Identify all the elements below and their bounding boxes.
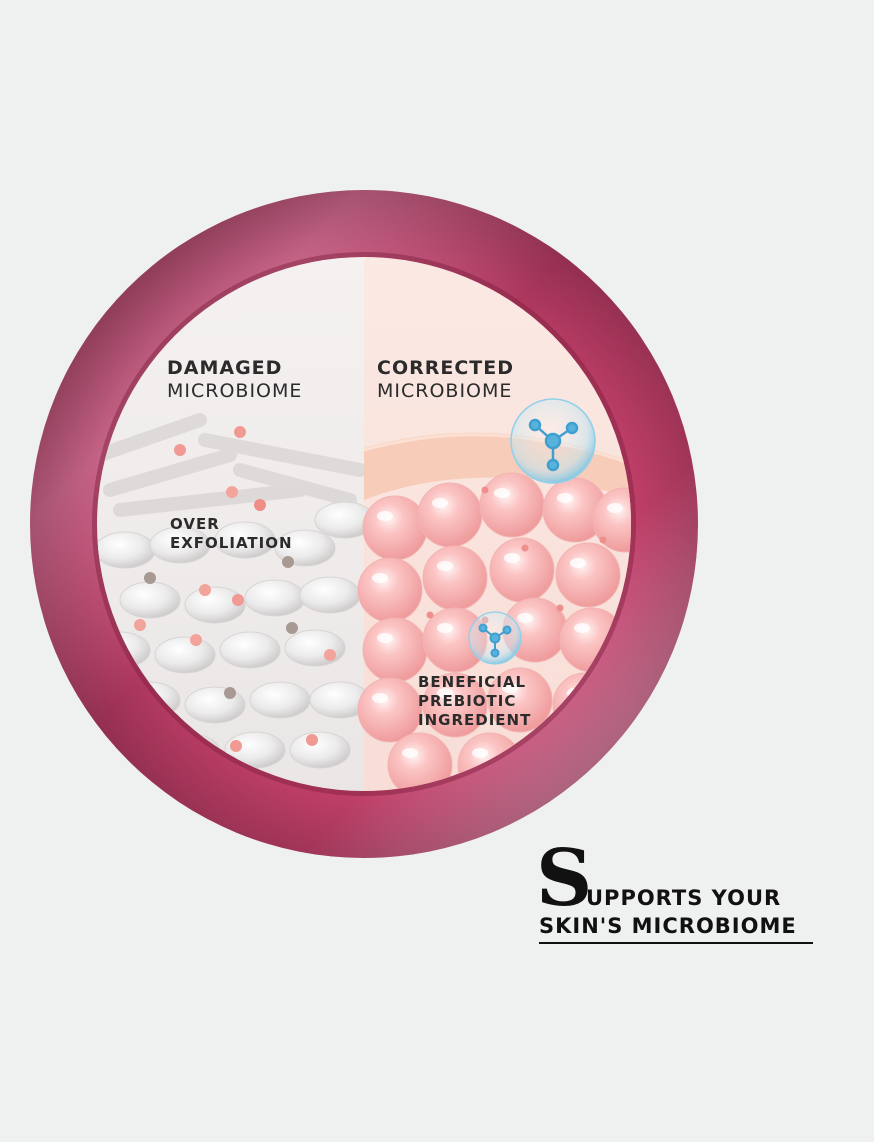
corrected-label-line2: MICROBIOME bbox=[377, 380, 513, 402]
callout-line: EXFOLIATION bbox=[170, 534, 293, 552]
corrected-microbiome-label: CORRECTED MICROBIOME bbox=[377, 357, 514, 403]
callout-line: OVER bbox=[170, 515, 220, 533]
beneficial-prebiotic-callout: BENEFICIAL PREBIOTIC INGREDIENT bbox=[418, 673, 531, 730]
tagline-line1: UPPORTS YOUR bbox=[586, 886, 782, 910]
over-exfoliation-callout: OVER EXFOLIATION bbox=[170, 515, 293, 553]
callout-line: INGREDIENT bbox=[418, 711, 532, 729]
tagline: S UPPORTS YOUR SKIN'S MICROBIOME bbox=[536, 840, 816, 946]
tagline-line2: SKIN'S MICROBIOME bbox=[539, 914, 797, 938]
tagline-drop-cap: S bbox=[536, 833, 593, 924]
tagline-underline bbox=[539, 942, 813, 944]
molecule-bubble-icon bbox=[510, 398, 596, 484]
damaged-microbiome-label: DAMAGED MICROBIOME bbox=[167, 357, 302, 403]
callout-line: BENEFICIAL bbox=[418, 673, 527, 691]
corrected-label-line1: CORRECTED bbox=[377, 357, 514, 379]
damaged-label-line1: DAMAGED bbox=[167, 357, 283, 379]
damaged-label-line2: MICROBIOME bbox=[167, 380, 303, 402]
callout-line: PREBIOTIC bbox=[418, 692, 517, 710]
molecule-bubble-small-icon bbox=[468, 611, 522, 665]
